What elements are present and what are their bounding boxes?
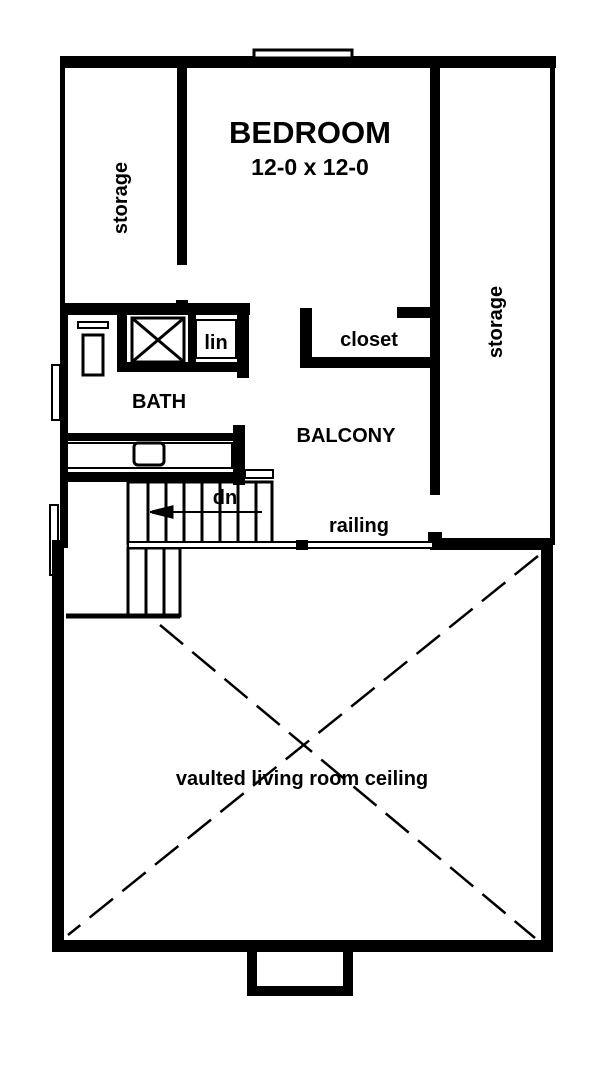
linen-closet xyxy=(195,319,237,359)
top-window xyxy=(252,48,354,60)
vaulted-ceiling-diagonals xyxy=(67,555,539,939)
vanity xyxy=(65,442,233,469)
bedroom-dimensions: 12-0 x 12-0 xyxy=(251,154,369,180)
railing-label: railing xyxy=(329,515,389,537)
bath-label: BATH xyxy=(132,391,186,413)
fixtures xyxy=(49,316,237,576)
vaulted-ceiling-label: vaulted living room ceiling xyxy=(176,768,428,790)
storage-right-label: storage xyxy=(485,286,507,358)
toilet-icon xyxy=(81,333,105,377)
bedroom-label: BEDROOM xyxy=(229,115,391,150)
stairs-down-label: dn xyxy=(213,487,237,509)
sink-icon xyxy=(132,441,166,467)
stairs xyxy=(66,469,274,619)
down-arrow-icon xyxy=(151,505,174,519)
shower-icon xyxy=(130,316,186,364)
railing-line xyxy=(127,540,434,550)
left-window-1 xyxy=(51,364,61,421)
closet-label: closet xyxy=(340,329,398,351)
balcony-label: BALCONY xyxy=(297,425,397,447)
walls xyxy=(52,48,556,996)
storage-left-label: storage xyxy=(110,162,132,234)
linen-label: lin xyxy=(204,332,227,354)
left-window-2 xyxy=(49,504,59,576)
